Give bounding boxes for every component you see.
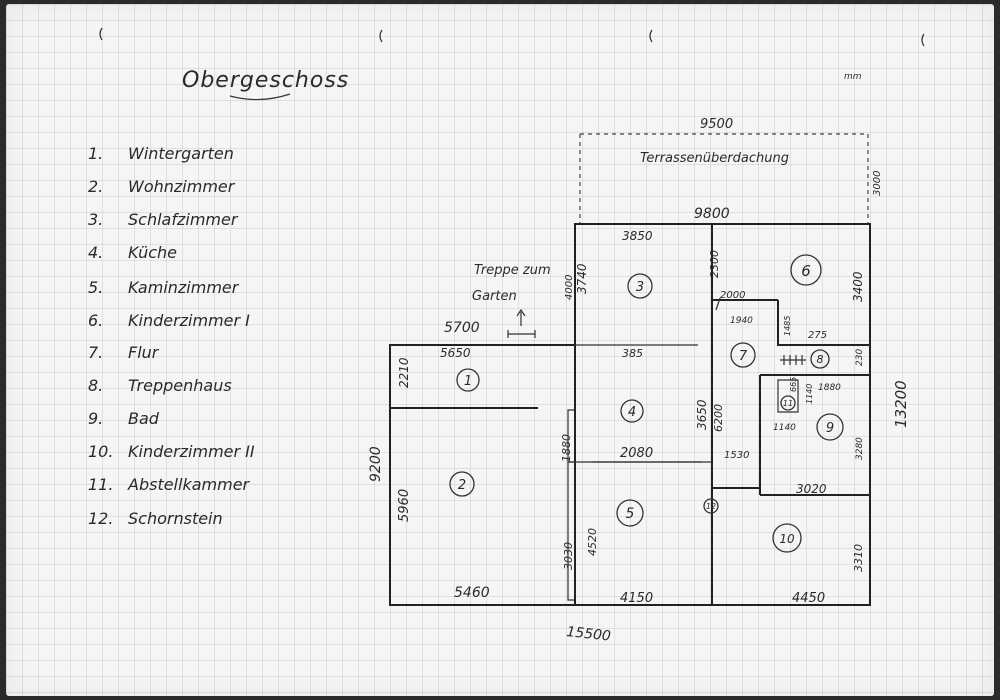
legend-item: 3.Schlafzimmer	[88, 210, 238, 229]
legend-item: 10.Kinderzimmer II	[88, 442, 255, 461]
dimension-label: 3000	[872, 171, 883, 196]
dimension-label: 4450	[792, 591, 825, 606]
wall-stairs	[777, 300, 870, 346]
title-flourish	[229, 93, 291, 101]
dimension-label: 2300	[708, 250, 721, 278]
terrace-outline	[580, 133, 869, 224]
legend-item: 6.Kinderzimmer I	[88, 311, 250, 330]
dimension-label: 1880	[818, 383, 841, 393]
room-marker-6: 6	[790, 254, 822, 286]
stair-steps	[780, 355, 806, 365]
dimension-label: 4520	[586, 528, 599, 556]
dimension-label: 9800	[694, 206, 730, 222]
dimension-label: 385	[622, 347, 643, 360]
svg-text:10: 10	[779, 532, 795, 546]
svg-text:1: 1	[464, 374, 472, 389]
room-marker-8: 8	[810, 349, 830, 369]
dimension-tick	[715, 297, 721, 311]
room-marker-5: 5	[616, 499, 644, 527]
stairs-marker	[507, 330, 536, 338]
binding-mark	[379, 29, 383, 43]
dimension-label: 15500	[566, 624, 612, 645]
binding-mark	[921, 33, 925, 47]
svg-text:11: 11	[783, 399, 793, 408]
dimension-label: 1140	[773, 423, 796, 433]
dimension-label: 13200	[892, 380, 910, 428]
room-marker-4: 4	[620, 399, 644, 423]
dimension-label: 3400	[851, 271, 865, 302]
legend-item: 11.Abstellkammer	[88, 475, 250, 494]
svg-text:4: 4	[628, 405, 636, 420]
dimension-label: 3650	[695, 399, 709, 430]
room-marker-7: 7	[730, 342, 756, 368]
legend-item: 7.Flur	[88, 343, 159, 362]
legend-item: 2.Wohnzimmer	[88, 177, 235, 196]
stairs-label: Garten	[472, 289, 517, 304]
dimension-label: 230	[855, 349, 865, 366]
dimension-label: 1880	[560, 434, 573, 462]
svg-text:7: 7	[739, 349, 748, 364]
storage-room	[777, 379, 799, 413]
svg-text:3: 3	[636, 280, 644, 295]
dimension-label: 9500	[700, 117, 733, 132]
legend-item: 12.Schornstein	[88, 509, 223, 528]
room-marker-12: 12	[703, 498, 719, 514]
dimension-label: 5700	[444, 320, 480, 336]
door-mark	[567, 461, 575, 601]
legend-item: 4.Küche	[88, 243, 177, 262]
dimension-label: 4000	[564, 275, 575, 300]
room-marker-3: 3	[627, 273, 653, 299]
legend-item: 8.Treppenhaus	[88, 376, 232, 395]
svg-text:5: 5	[626, 506, 635, 522]
room-marker-10: 10	[772, 523, 802, 553]
unit-label: mm	[844, 72, 862, 82]
dimension-label: 1530	[724, 450, 749, 461]
dimension-label: 2080	[620, 446, 653, 461]
legend-item: 5.Kaminzimmer	[88, 278, 239, 297]
dimension-label: 1940	[730, 316, 753, 326]
dimension-label: 3020	[796, 482, 827, 496]
room-marker-9: 9	[816, 413, 844, 441]
dimension-label: 3030	[562, 542, 575, 570]
dimension-label: 9200	[368, 446, 384, 482]
stairs-label: Treppe zum	[474, 263, 551, 278]
room-marker-2: 2	[449, 471, 475, 497]
dimension-label: 2210	[397, 357, 411, 388]
dimension-label: 5650	[440, 346, 471, 360]
dimension-label: 1485	[783, 316, 792, 336]
room-marker-1: 1	[456, 368, 480, 392]
dimension-label: 4150	[620, 591, 653, 606]
dimension-label: 1140	[805, 384, 814, 404]
dimension-label: 6200	[712, 404, 725, 432]
dimension-label: 665	[789, 377, 798, 392]
dimension-label: 3310	[852, 544, 865, 572]
room-marker-11: 11	[780, 395, 796, 411]
binding-mark	[649, 29, 653, 43]
dimension-label: 5460	[454, 585, 490, 601]
dimension-label: 3850	[622, 229, 653, 243]
legend-item: 9.Bad	[88, 409, 159, 428]
dimension-label: 3740	[575, 263, 589, 294]
svg-text:2: 2	[458, 478, 466, 493]
dimension-label: 3280	[855, 437, 865, 460]
svg-text:6: 6	[801, 262, 811, 280]
page-title: Obergeschoss	[182, 68, 350, 93]
legend-item: 1.Wintergarten	[88, 144, 234, 163]
stairs-arrow	[516, 308, 526, 326]
terrace-label: Terrassenüberdachung	[640, 151, 789, 166]
paper-sheet: Obergeschoss mm 1.Wintergarten 2.Wohnzim…	[6, 4, 994, 696]
dimension-label: 275	[808, 330, 827, 341]
binding-mark	[99, 27, 103, 41]
svg-text:12: 12	[706, 502, 716, 511]
dimension-label: 2000	[720, 290, 745, 301]
svg-text:9: 9	[826, 421, 834, 436]
dimension-label: 5960	[397, 489, 412, 522]
svg-text:8: 8	[817, 353, 824, 366]
